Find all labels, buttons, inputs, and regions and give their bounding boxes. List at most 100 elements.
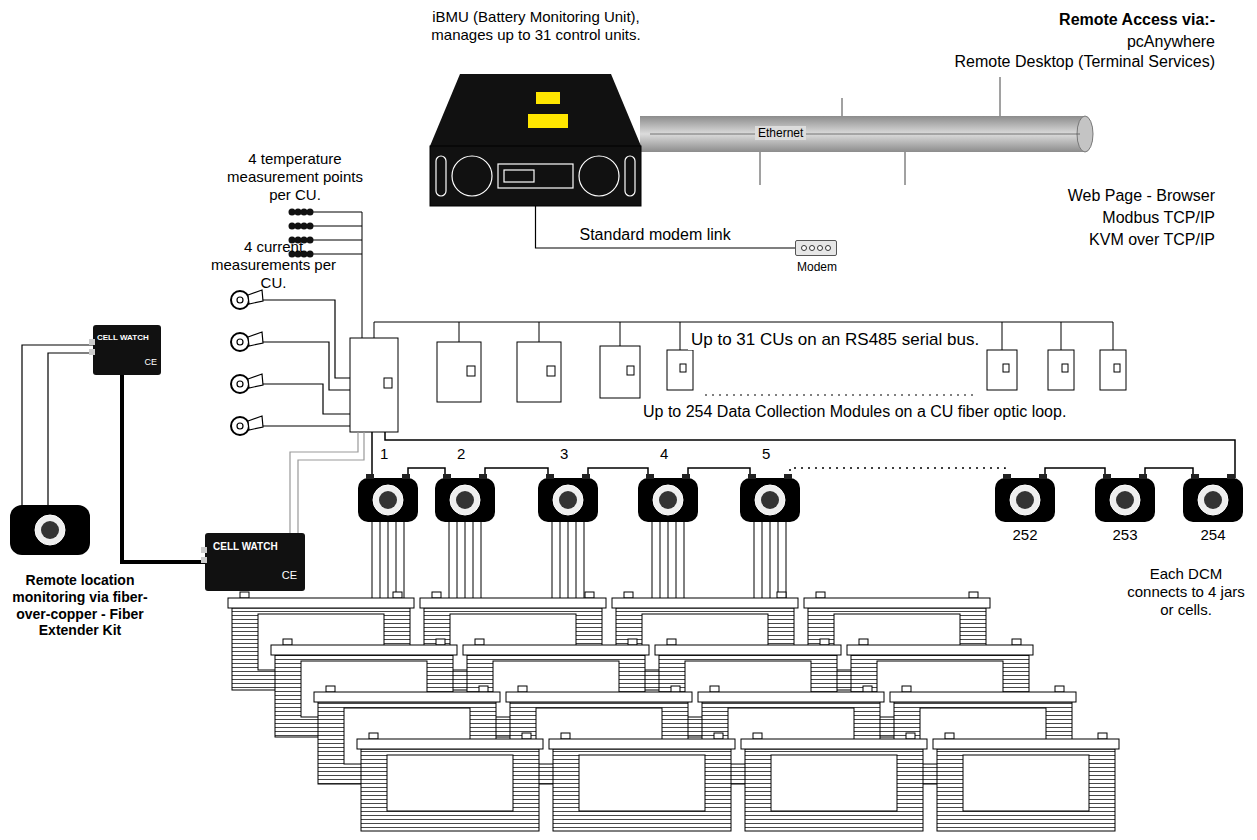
temperature-sensors (295, 209, 302, 216)
dcm-outline (435, 478, 495, 522)
dcm-cell-wires (576, 520, 577, 601)
dcm-unit: 252 (995, 478, 1055, 522)
annotation-text: 4 temperature measurement points per CU. (220, 150, 370, 204)
battery-jars (1012, 639, 1021, 645)
battery-jars (655, 645, 841, 655)
battery-jars (624, 592, 633, 598)
annotation-text: KVM over TCP/IP (895, 230, 1215, 249)
battery-jars (816, 592, 825, 598)
dcm-outline (1095, 478, 1155, 522)
dcm-outline (761, 491, 779, 509)
module-number: 2 (457, 445, 465, 463)
extender-wires (290, 432, 364, 533)
rs485-bus (374, 322, 1113, 395)
battery-jars (671, 686, 680, 692)
unit-label: Modem (787, 260, 847, 274)
battery-jars (522, 733, 531, 739)
fiber-link (1045, 468, 1105, 478)
dcm-outline (1039, 474, 1047, 479)
battery-jars (698, 692, 884, 702)
dcm-cell-wires (372, 520, 786, 601)
dcm-cell-wires (388, 520, 389, 601)
unit-label: iBMU (Battery Monitoring Unit), manages … (411, 8, 661, 44)
annotation-text: Web Page - Browser (895, 186, 1215, 205)
annotation-text: Up to 31 CUs on an RS485 serial bus. (688, 330, 982, 350)
ibmu-outline (528, 114, 568, 128)
battery-jars (753, 733, 762, 739)
battery-jars (387, 755, 513, 811)
dcm-outline (1110, 485, 1140, 515)
dcm-outline (373, 485, 403, 515)
annotation-text: 4 current measurements per CU. (206, 238, 341, 292)
battery-jars (906, 733, 915, 739)
battery-jars (228, 598, 414, 608)
ethernet-cable (760, 152, 761, 185)
battery-jars (357, 739, 543, 749)
dcm-outline (638, 478, 698, 522)
battery-jars (479, 686, 488, 692)
dcm-outline (740, 478, 800, 522)
battery-jars (393, 592, 402, 598)
modem-link (536, 206, 796, 248)
battery-jars (432, 592, 441, 598)
dcm-outline (1139, 474, 1147, 479)
fiber-loop (372, 432, 1235, 478)
dcm-cell-wires (652, 520, 653, 601)
fiber-link (688, 468, 750, 478)
battery-jars (714, 733, 723, 739)
ext-outline (89, 349, 95, 355)
current-clamps (248, 290, 263, 304)
battery-jars (933, 733, 1119, 831)
ext-outline (201, 557, 207, 563)
unit-label: CE (282, 569, 297, 582)
ext-outline (201, 547, 207, 553)
fiber-link (408, 468, 445, 478)
dcm-outline (456, 491, 474, 509)
battery-jars (804, 598, 990, 608)
control-units (680, 364, 686, 372)
ibmu-outline (428, 74, 643, 206)
temperature-sensors (307, 223, 314, 230)
ibmu-outline (579, 156, 619, 196)
dcm-unit: 4 (638, 478, 698, 522)
dcm-outline (995, 478, 1055, 522)
dcm-outline (1183, 478, 1243, 522)
modem-outline (826, 246, 831, 251)
dcm-outline (366, 474, 374, 479)
dcm-outline (1198, 485, 1228, 515)
dcm-cell-wires (668, 520, 669, 601)
rs485-bus (374, 322, 1113, 350)
dcm-outline (784, 474, 792, 479)
ext-outline (89, 339, 95, 345)
dcm-outline (402, 474, 410, 479)
temperature-sensors (301, 223, 308, 230)
dcm-cell-wires (396, 520, 397, 601)
annotation-text: Remote Access via:- (895, 10, 1215, 29)
control-units (1100, 350, 1126, 390)
control-units (667, 350, 693, 390)
dcm-outline (659, 491, 677, 509)
temperature-sensors (312, 212, 362, 338)
remote-dcm (10, 505, 90, 555)
dcm-cell-wires (481, 520, 482, 601)
battery-jars (228, 592, 1119, 831)
annotation-text: Up to 254 Data Collection Modules on a C… (640, 402, 1069, 421)
dcm-outline (1204, 491, 1222, 509)
battery-jars (863, 686, 872, 692)
dcm-cell-wires (684, 520, 685, 601)
annotation-text: Modbus TCP/IP (895, 208, 1215, 227)
battery-jars (561, 733, 570, 739)
dcm-outline (559, 491, 577, 509)
dcm-outline (682, 474, 690, 479)
dcm-outline (443, 474, 451, 479)
dcm-outline (553, 485, 583, 515)
dcm-unit: 2 (435, 478, 495, 522)
battery-jars (436, 639, 445, 645)
ibmu-outline (436, 156, 446, 196)
dcm-outline (646, 474, 654, 479)
ethernet-cable (640, 77, 1093, 185)
current-clamps (231, 291, 249, 309)
battery-jars (585, 592, 594, 598)
control-units (547, 366, 555, 376)
ibmu-unit: iBMU (Battery Monitoring Unit), manages … (428, 74, 643, 206)
